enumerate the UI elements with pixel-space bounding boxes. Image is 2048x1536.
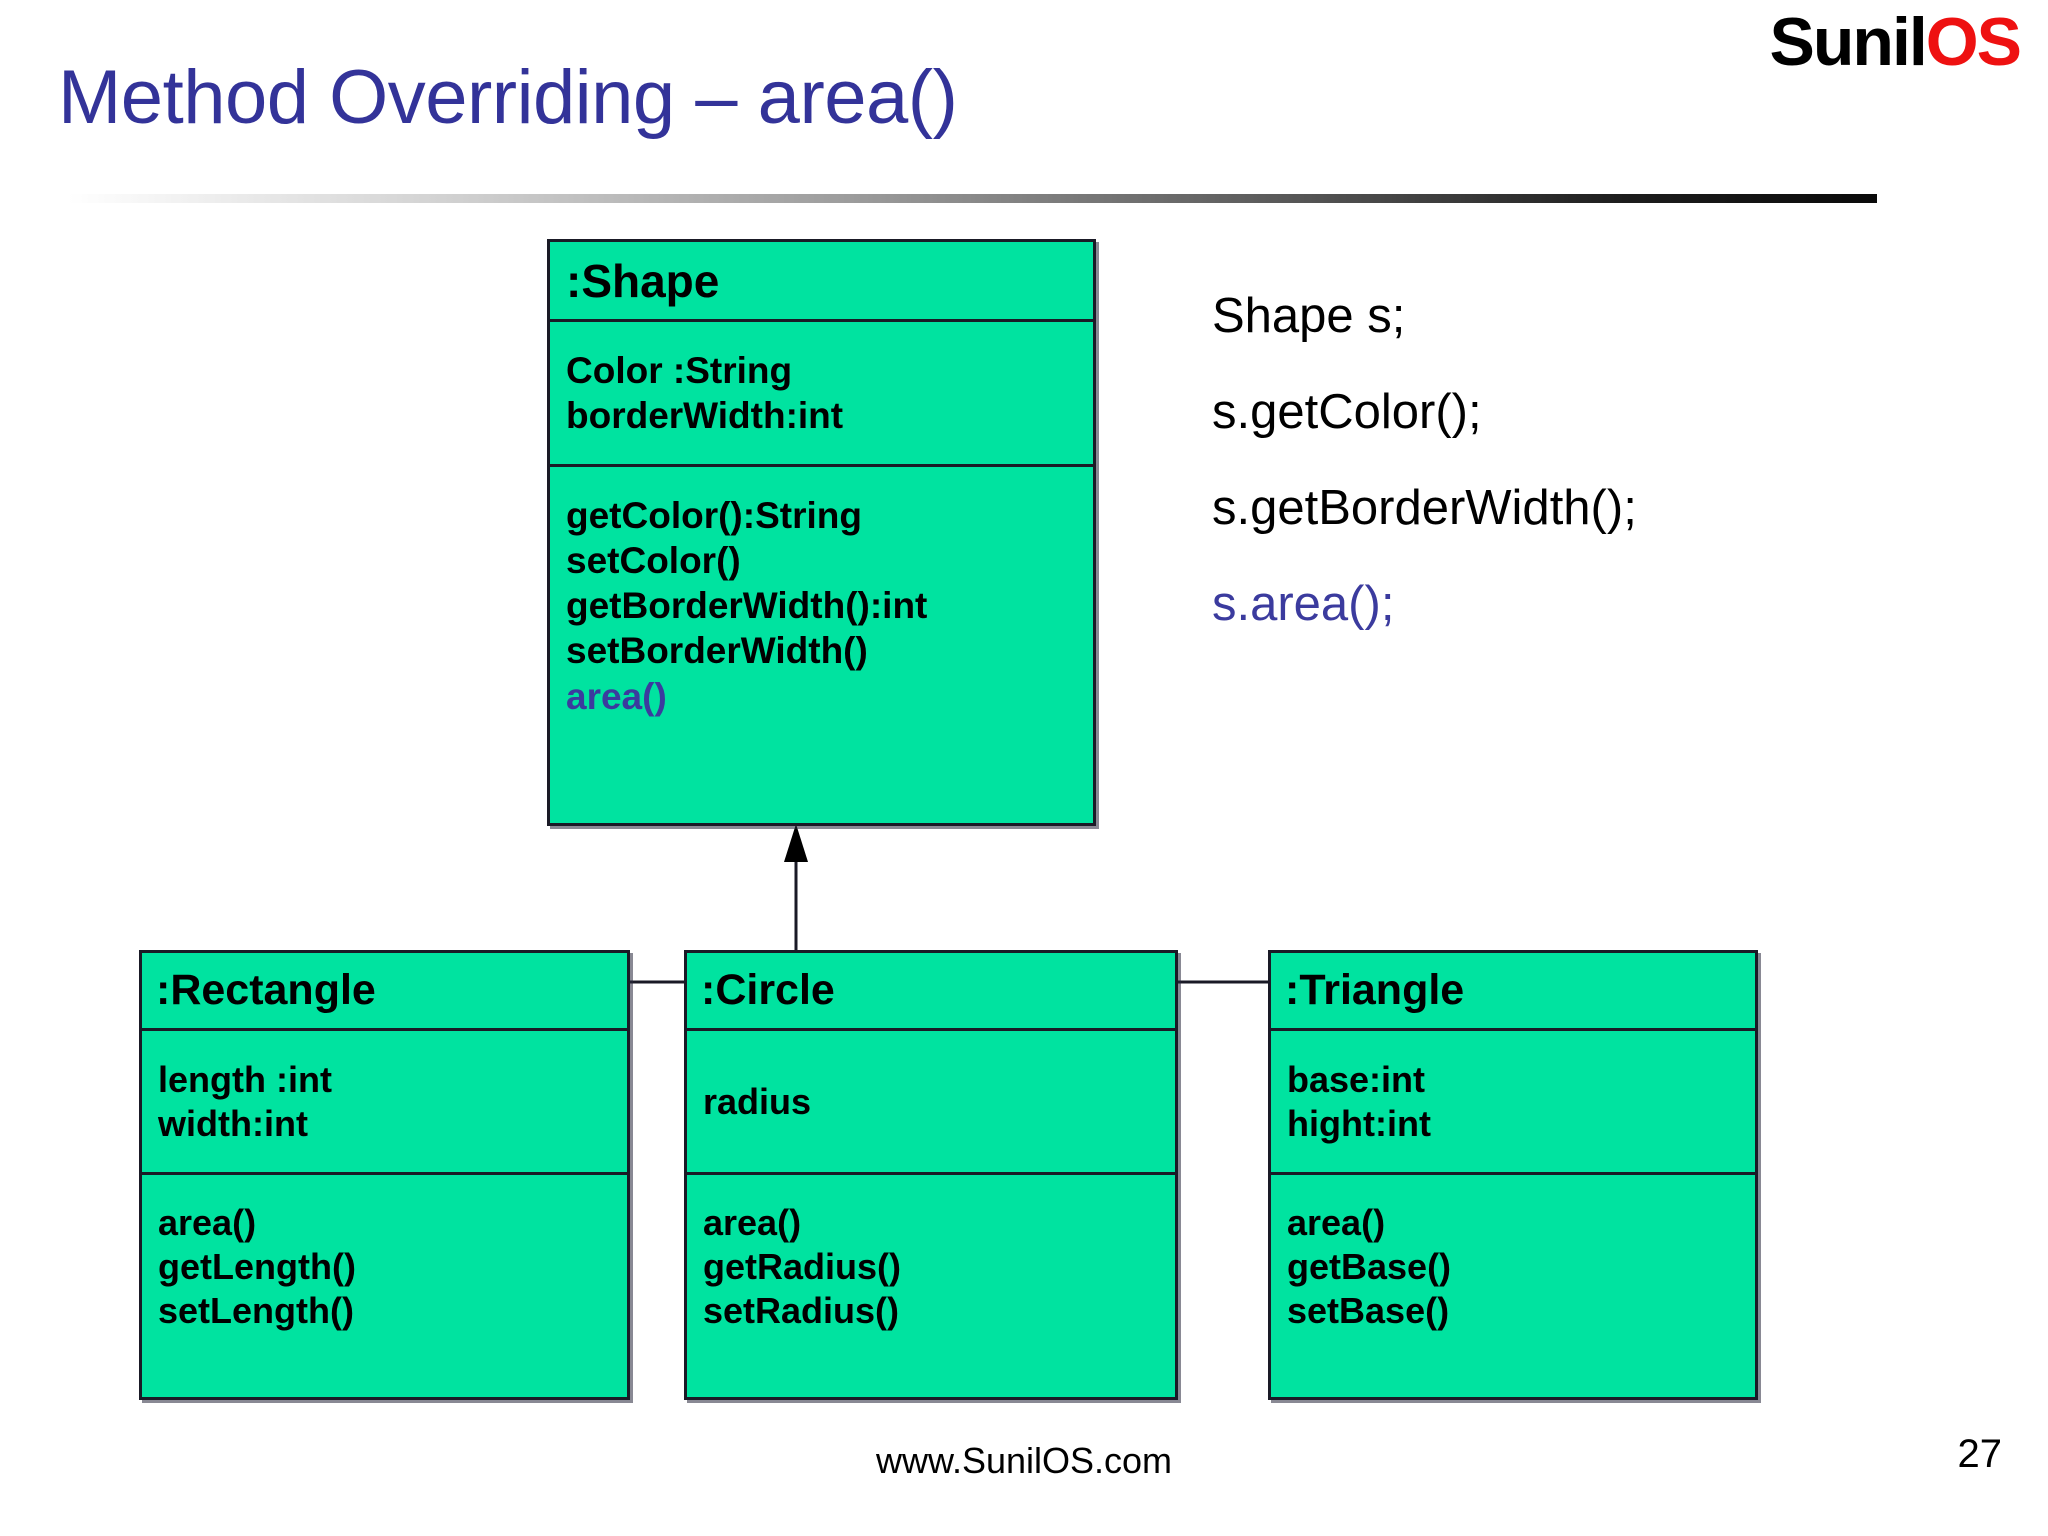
brand-logo-primary: Sunil: [1769, 4, 1928, 80]
code-line: Shape s;: [1212, 289, 1406, 343]
uml-attribute-compartment: base:int hight:int: [1271, 1031, 1755, 1175]
uml-attribute-compartment: length :int width:int: [142, 1031, 627, 1175]
uml-class-name: :Rectangle: [142, 953, 627, 1031]
uml-operation: setLength(): [158, 1289, 354, 1331]
page-title: Method Overriding – area(): [58, 55, 958, 140]
uml-operation-compartment: area() getLength() setLength(): [142, 1175, 627, 1397]
uml-operation: getRadius(): [703, 1245, 901, 1287]
uml-class-shape[interactable]: :Shape Color :String borderWidth:int get…: [547, 239, 1096, 826]
uml-attribute: hight:int: [1287, 1102, 1431, 1144]
uml-attribute-compartment: Color :String borderWidth:int: [550, 322, 1093, 467]
uml-class-rectangle[interactable]: :Rectangle length :int width:int area() …: [139, 950, 630, 1400]
uml-class-name: :Circle: [687, 953, 1175, 1031]
brand-logo-secondary: OS: [1925, 4, 2022, 80]
uml-operation: area(): [703, 1202, 802, 1243]
footer-url: www.SunilOS.com: [875, 1440, 1173, 1481]
inheritance-arrowhead: [784, 824, 808, 862]
uml-operation: setRadius(): [703, 1289, 900, 1331]
uml-attribute: Color :String: [566, 349, 793, 391]
title-divider-rule: [68, 194, 1877, 203]
uml-operation: setColor(): [566, 540, 741, 582]
uml-class-circle[interactable]: :Circle radius area() getRadius() setRad…: [684, 950, 1178, 1400]
uml-operation-compartment: getColor():String setColor() getBorderWi…: [550, 467, 1093, 823]
brand-logo: SunilOS: [1770, 8, 2022, 76]
uml-operation-compartment: area() getBase() setBase(): [1271, 1175, 1755, 1397]
uml-attribute-compartment: radius: [687, 1031, 1175, 1175]
uml-class-name: :Shape: [550, 242, 1093, 322]
uml-attribute: width:int: [158, 1102, 308, 1144]
uml-class-name: :Triangle: [1271, 953, 1755, 1031]
uml-operation: getBase(): [1287, 1245, 1452, 1287]
uml-operation: area(): [158, 1202, 257, 1243]
uml-attribute: radius: [703, 1080, 812, 1122]
code-line: s.getBorderWidth();: [1212, 481, 1637, 535]
uml-operation-overridden: area(): [566, 675, 667, 717]
uml-attribute: length :int: [158, 1058, 332, 1100]
uml-attribute: borderWidth:int: [566, 395, 844, 436]
uml-operation: setBorderWidth(): [566, 630, 868, 672]
uml-operation: setBase(): [1287, 1289, 1450, 1331]
uml-class-triangle[interactable]: :Triangle base:int hight:int area() getB…: [1268, 950, 1758, 1400]
uml-operation: getColor():String: [566, 495, 862, 536]
uml-operation: area(): [1287, 1202, 1386, 1243]
uml-operation-compartment: area() getRadius() setRadius(): [687, 1175, 1175, 1397]
code-line-highlighted: s.area();: [1212, 577, 1395, 631]
uml-attribute: base:int: [1287, 1058, 1426, 1100]
code-line: s.getColor();: [1212, 385, 1482, 439]
page-number: 27: [1957, 1432, 2003, 1476]
code-sample-block: Shape s; s.getColor(); s.getBorderWidth(…: [1212, 292, 1832, 676]
uml-operation: getLength(): [158, 1245, 356, 1287]
uml-operation: getBorderWidth():int: [566, 585, 928, 627]
